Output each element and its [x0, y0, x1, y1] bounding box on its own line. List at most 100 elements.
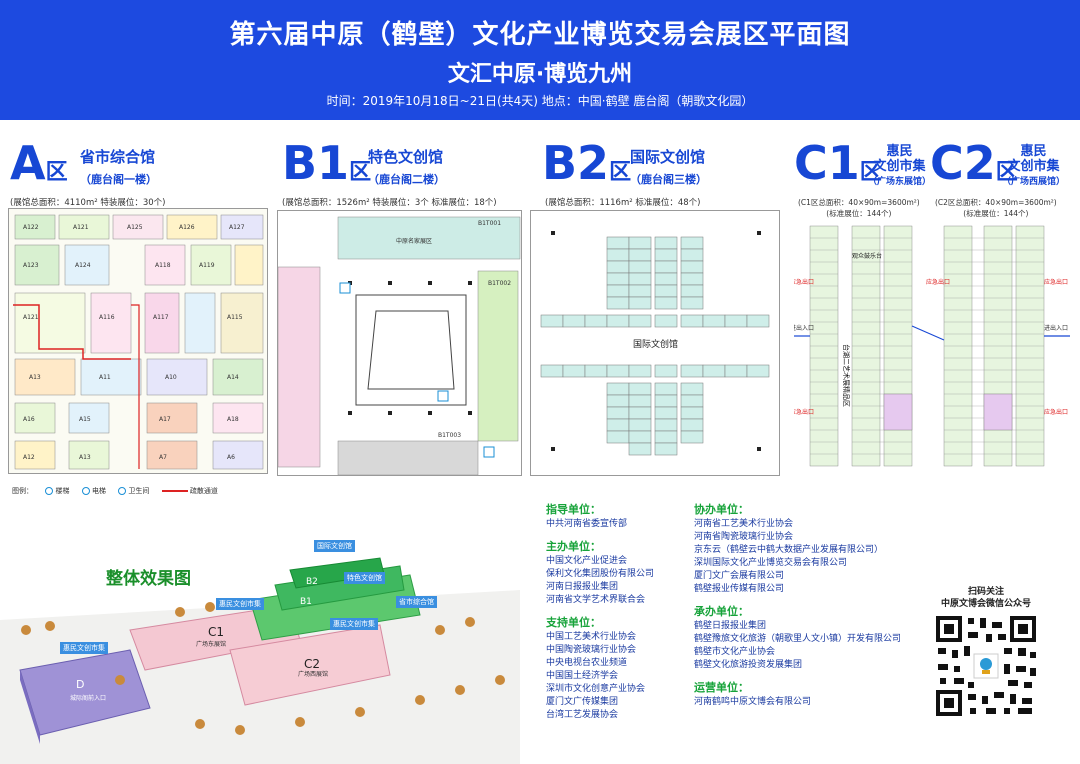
legend-title: 图例： [12, 487, 33, 495]
svg-text:A6: A6 [227, 454, 235, 461]
co-item: 京东云（鹤壁云中鹤大数据产业发展有限公司） [694, 545, 884, 555]
organizers-left: 指导单位： 中共河南省委宣传部 主办单位： 中国文化产业促进会 保利文化集团股份… [546, 502, 654, 722]
slogan: 文汇中原·博览九州 [447, 62, 633, 87]
zone-c2-name1: 惠民 [1020, 144, 1047, 159]
legend-evacuation: 疏散通道 [189, 487, 218, 495]
co-head: 协办单位： [694, 503, 749, 516]
zone-c1-title: 惠民 文创市集 （广场东展馆） [868, 144, 931, 187]
svg-text:A127: A127 [229, 224, 245, 231]
support-item: 厦门文广传媒集团 [546, 697, 619, 707]
zone-c1-name1: 惠民 [886, 144, 913, 159]
restroom-icon [118, 487, 127, 495]
zone-b1-heading: B1区 [282, 140, 371, 186]
svg-text:A115: A115 [227, 314, 243, 321]
overview-label-a: 省市综合馆 [396, 596, 437, 608]
zone-c2-name2: 文创市集 [1007, 159, 1060, 174]
svg-text:A116: A116 [99, 314, 115, 321]
evacuation-route-icon [161, 490, 188, 492]
c1-exit-2: 应急出口 [794, 408, 814, 416]
qr-line1: 扫码关注 [967, 587, 1004, 597]
support-head: 支持单位： [546, 616, 601, 629]
b1-label-top: B1T001 [478, 220, 501, 227]
header-banner: 第六届中原（鹤壁）文化产业博览交易会展区平面图 文汇中原·博览九州 时间：201… [0, 0, 1080, 120]
co-item: 厦门文广会展有限公司 [694, 571, 785, 581]
co-item: 河南省陶瓷玻璃行业协会 [694, 532, 794, 542]
zone-b2-stat: (展馆总面积：1116m² 标准展位：48个) [545, 198, 701, 208]
overview-label-c2: 惠民文创市集 [330, 618, 378, 630]
zone-a-qu: 区 [45, 160, 68, 185]
svg-text:A18: A18 [227, 416, 239, 423]
guide-item: 中共河南省委宣传部 [546, 519, 628, 529]
zone-b1-sub: （鹿台阁二楼） [368, 173, 445, 186]
legend-elevator: 电梯 [91, 487, 106, 495]
svg-text:A122: A122 [23, 224, 39, 231]
zone-b1-letter: B1 [282, 136, 350, 190]
undertake-item: 鹤壁日报报业集团 [694, 621, 767, 631]
support-item: 台湾工艺发展协会 [546, 710, 619, 720]
support-item: 中国工艺美术行业协会 [546, 632, 637, 642]
host-item: 保利文化集团股份有限公司 [546, 569, 655, 579]
legend-stairs: 楼梯 [55, 487, 70, 495]
svg-text:A123: A123 [23, 262, 39, 269]
zone-c1-letter: C1 [794, 136, 860, 190]
co-item: 鹤壁报业传媒有限公司 [694, 584, 785, 594]
overview-illustration: C1 C2 D B2 B1 广场东展馆 广场西展馆 城际阁前入口 [0, 557, 520, 764]
svg-text:A121: A121 [23, 314, 39, 321]
guide-head: 指导单位： [546, 503, 601, 516]
zone-b1-name: 特色文创馆 [368, 148, 444, 166]
zone-c2-letter: C2 [930, 136, 996, 190]
block-b2: B2 [306, 577, 318, 587]
qr-caption: 扫码关注 中原文博会微信公众号 [930, 586, 1042, 610]
zone-c2-stat-1: (C2区总面积：40×90m=3600m²) [935, 198, 1057, 207]
host-head: 主办单位： [546, 540, 601, 553]
op-head: 运营单位： [694, 681, 749, 694]
zone-c2-qu: 区 [995, 160, 1018, 185]
zone-b1-stat: (展馆总面积：1526m² 特装展位：3个 标准展位：18个) [282, 198, 497, 208]
host-item: 河南省文学艺术界联合会 [546, 595, 646, 605]
svg-text:A119: A119 [199, 262, 215, 269]
svg-text:A126: A126 [179, 224, 195, 231]
c2-exit-3: 应急出口 [1044, 408, 1068, 416]
qr-code[interactable] [934, 614, 1038, 718]
zone-c1-sub: （广场东展馆） [868, 177, 932, 187]
legend: 图例： 楼梯 电梯 卫生间 疏散通道 [12, 486, 218, 496]
svg-text:A10: A10 [165, 374, 177, 381]
svg-text:A125: A125 [127, 224, 143, 231]
svg-text:A124: A124 [75, 262, 91, 269]
c1-exit-1: 应急出口 [794, 278, 814, 286]
event-info: 时间：2019年10月18日~21日(共4天) 地点：中国·鹤壁 鹿台阁（朝歌文… [326, 94, 754, 108]
qr-line2: 中原文博会微信公众号 [940, 599, 1031, 609]
overview-label-b1: 特色文创馆 [344, 572, 385, 584]
zone-c1-stat: (C1区总面积：40×90m=3600m²) (标准展位：144个) [798, 197, 920, 219]
svg-text:A13: A13 [29, 374, 41, 381]
co-item: 河南省工艺美术行业协会 [694, 519, 794, 529]
legend-restroom: 卫生间 [128, 487, 150, 495]
zone-b2-floorplan-svg: 国际文创馆 [540, 231, 770, 456]
block-d: D [76, 678, 84, 691]
zone-c1-stat-2: (标准展位：144个) [826, 209, 892, 218]
b2-center-label: 国际文创馆 [633, 338, 678, 350]
svg-text:A13: A13 [79, 454, 91, 461]
overview-label-b2: 国际文创馆 [314, 540, 355, 552]
svg-text:A15: A15 [79, 416, 91, 423]
c-center-label: 台湖二艺术展精品区 [842, 344, 851, 407]
zone-b2-title: 国际文创馆 （鹿台阁三楼） [630, 146, 707, 187]
overview-label-d: 惠民文创市集 [60, 642, 108, 654]
elevator-icon [81, 487, 90, 495]
page-title: 第六届中原（鹤壁）文化产业博览交易会展区平面图 [229, 20, 851, 50]
svg-text:A16: A16 [23, 416, 35, 423]
zone-b2-letter: B2 [542, 136, 610, 190]
zone-c1-qu: 区 [859, 160, 882, 185]
block-c1-sub: 广场东展馆 [196, 640, 226, 648]
zone-c-floorplan: 应急出口 应急出口 应急出口 应急出口 应急出口 进出入口 进出入口 观众鼓乐台… [794, 218, 1070, 480]
support-item: 深圳市文化创意产业协会 [546, 684, 646, 694]
zone-c2-stat: (C2区总面积：40×90m=3600m²) (标准展位：144个) [935, 197, 1057, 219]
block-c2: C2 [304, 657, 320, 671]
zone-b1-qu: 区 [349, 160, 372, 185]
zone-c1-heading: C1区 [794, 140, 882, 186]
zone-c2-title: 惠民 文创市集 （广场西展馆） [1002, 144, 1065, 187]
host-item: 河南日报报业集团 [546, 582, 619, 592]
co-item: 深圳国际文化产业博览交易会有限公司 [694, 558, 848, 568]
stairs-icon [45, 487, 54, 495]
